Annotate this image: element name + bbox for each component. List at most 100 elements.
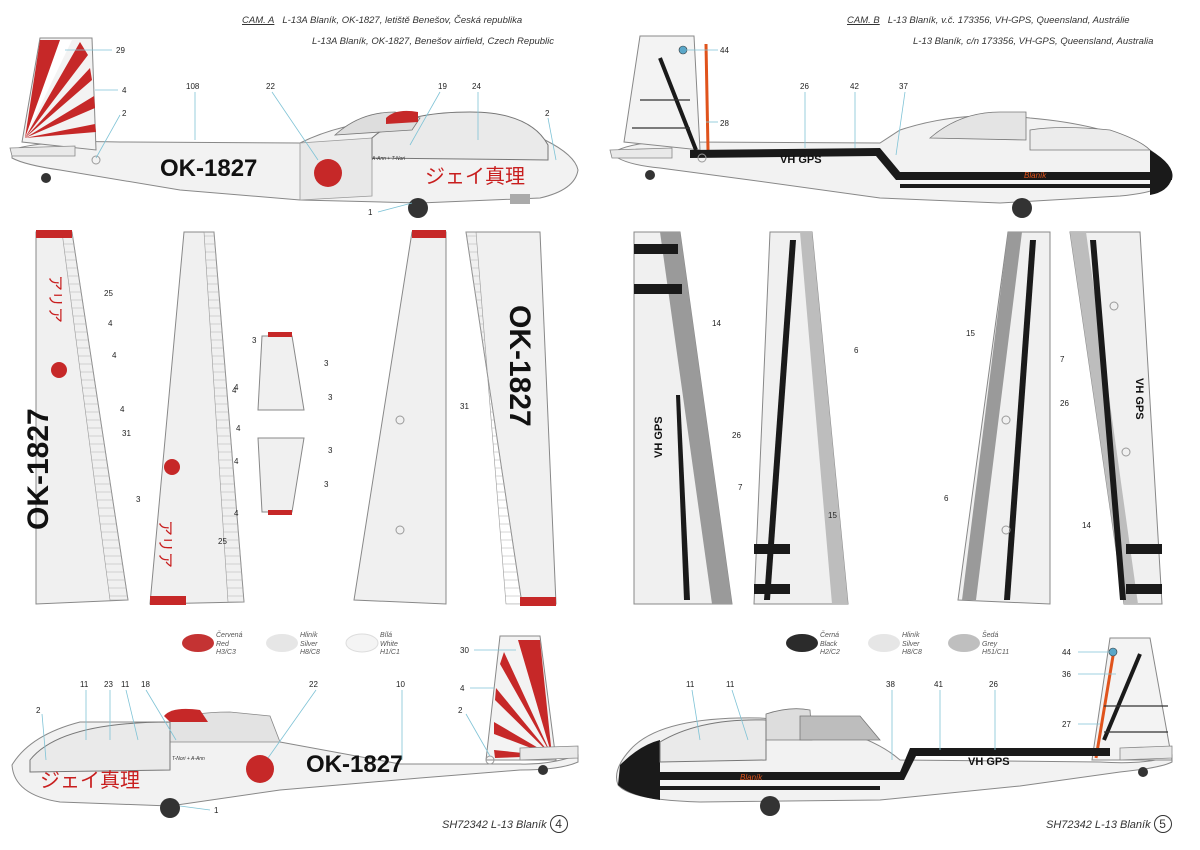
legend-a-swatches bbox=[182, 633, 379, 653]
page-number-left: 4 bbox=[549, 815, 568, 833]
callout-w-31b: 31 bbox=[460, 402, 469, 411]
callout-1: 1 bbox=[368, 208, 373, 217]
callout-lines-b-bottom bbox=[691, 651, 1116, 760]
callout-r-26: 26 bbox=[800, 82, 809, 91]
blanik-script-top: Blaník bbox=[1024, 171, 1047, 180]
callout-rw-6b: 6 bbox=[944, 494, 949, 503]
callout-b-18: 18 bbox=[141, 680, 150, 689]
kana-wing-a1: アリア bbox=[46, 275, 65, 323]
blanik-script-bottom: Blaník bbox=[740, 773, 763, 782]
callout-rw-7b: 7 bbox=[738, 483, 743, 492]
callout-rw-6a: 6 bbox=[854, 346, 859, 355]
hinomaru-side-top bbox=[314, 159, 342, 187]
cockpit-names-bottom: T-Nori + A-Ann bbox=[172, 756, 205, 762]
callout-b-30: 30 bbox=[460, 646, 469, 655]
callout-b-22: 22 bbox=[309, 680, 318, 689]
legend-b-black-en: Black bbox=[820, 640, 838, 648]
legend-a-white-en: White bbox=[380, 640, 398, 648]
callout-rb-27: 27 bbox=[1062, 720, 1071, 729]
wing-a-1: アリア OK-1827 bbox=[22, 230, 129, 605]
legend-a-red-en: Red bbox=[216, 640, 229, 648]
legend-a-red-code: H3/C3 bbox=[216, 649, 236, 656]
callout-24: 24 bbox=[472, 82, 481, 91]
callout-w-4g: 4 bbox=[234, 509, 239, 518]
legend-b-silver-cz: Hliník bbox=[902, 632, 920, 639]
wing-a-4: OK-1827 bbox=[465, 231, 557, 606]
cockpit-names-top: A-Ann + T-Nori bbox=[371, 156, 406, 162]
glider-b-side-top: VH GPS Blaník bbox=[609, 35, 1173, 218]
callout-r-28: 28 bbox=[720, 119, 729, 128]
callout-labels-b-wings: 14 6 15 7 26 7 26 6 15 14 bbox=[712, 319, 1091, 530]
legend-b-black-cz: Černá bbox=[820, 632, 840, 639]
glider-a-side-bottom: OK-1827 ジェイ真理 T-Nori + A-Ann bbox=[11, 635, 579, 818]
cam-b-label: CAM. B bbox=[847, 15, 880, 26]
callout-b-11b: 11 bbox=[121, 680, 130, 689]
kana-side-top: ジェイ真理 bbox=[425, 164, 525, 188]
callout-108: 108 bbox=[186, 82, 200, 91]
callout-w-3b: 3 bbox=[252, 336, 257, 345]
rising-sun-tail-bottom bbox=[494, 640, 552, 758]
glider-b-side-bottom: VH GPS Blaník bbox=[616, 637, 1173, 816]
callout-w-25b: 25 bbox=[218, 537, 227, 546]
wing-a-3 bbox=[353, 230, 447, 605]
callout-rb-38: 38 bbox=[886, 680, 895, 689]
legend-a-red-cz: Červená bbox=[216, 632, 243, 639]
callout-29: 29 bbox=[116, 46, 125, 55]
callout-b-1: 1 bbox=[214, 806, 219, 815]
callout-b-2b: 2 bbox=[36, 706, 41, 715]
footer-left-text: SH72342 L-13 Blaník bbox=[442, 819, 547, 831]
callout-w-4c: 4 bbox=[120, 405, 125, 414]
footer-right-text: SH72342 L-13 Blaník bbox=[1046, 819, 1151, 831]
legend-b-swatches bbox=[786, 634, 980, 652]
wing-b-2 bbox=[753, 231, 849, 605]
callout-rw-7a: 7 bbox=[1060, 355, 1065, 364]
callout-rw-14a: 14 bbox=[712, 319, 721, 328]
callout-r-42: 42 bbox=[850, 82, 859, 91]
callout-rw-26a: 26 bbox=[732, 431, 741, 440]
registration-wing-b1: VH GPS bbox=[653, 416, 665, 458]
callout-rw-15b: 15 bbox=[828, 511, 837, 520]
callout-w-4a: 4 bbox=[108, 319, 113, 328]
callout-22: 22 bbox=[266, 82, 275, 91]
callout-rb-44: 44 bbox=[1062, 648, 1071, 657]
legend-a-silver-en: Silver bbox=[300, 640, 318, 648]
callout-w-3e: 3 bbox=[328, 446, 333, 455]
callout-w-3d: 3 bbox=[328, 393, 333, 402]
wing-b-1: VH GPS bbox=[633, 231, 733, 605]
cam-a-label: CAM. A bbox=[242, 15, 275, 26]
callout-b-2a: 2 bbox=[458, 706, 463, 715]
callout-w-3c: 3 bbox=[324, 359, 329, 368]
callout-2b: 2 bbox=[545, 109, 550, 118]
cam-a-title-en: L-13A Blaník, OK-1827, Benešov airfield,… bbox=[312, 36, 555, 47]
callout-b-23: 23 bbox=[104, 680, 113, 689]
callout-rb-26: 26 bbox=[989, 680, 998, 689]
callout-labels-a-bottom: 11 23 11 18 22 10 30 4 2 2 1 bbox=[36, 646, 469, 815]
callout-rb-11a: 11 bbox=[686, 680, 695, 689]
legend-b-grey-cz: Šedá bbox=[982, 632, 999, 639]
callout-b-11a: 11 bbox=[80, 680, 89, 689]
legend-b-grey-code: H51/C11 bbox=[982, 649, 1010, 656]
callout-w-4h: 4 bbox=[232, 386, 237, 395]
main-wheel-top bbox=[408, 198, 428, 218]
legend-a-white-code: H1/C1 bbox=[380, 649, 400, 656]
callout-rw-26b: 26 bbox=[1060, 399, 1069, 408]
callout-19: 19 bbox=[438, 82, 447, 91]
wing-a-2: アリア bbox=[149, 231, 245, 605]
callout-w-4f: 4 bbox=[236, 424, 241, 433]
callout-r-44: 44 bbox=[720, 46, 729, 55]
legend-b-silver-code: H8/C8 bbox=[902, 649, 922, 656]
legend-b-black-code: H2/C2 bbox=[820, 649, 840, 656]
stabilizers-a bbox=[257, 332, 305, 515]
rising-sun-tail-top bbox=[25, 40, 96, 138]
legend-a-silver-cz: Hliník bbox=[300, 632, 318, 639]
callout-b-10: 10 bbox=[396, 680, 405, 689]
